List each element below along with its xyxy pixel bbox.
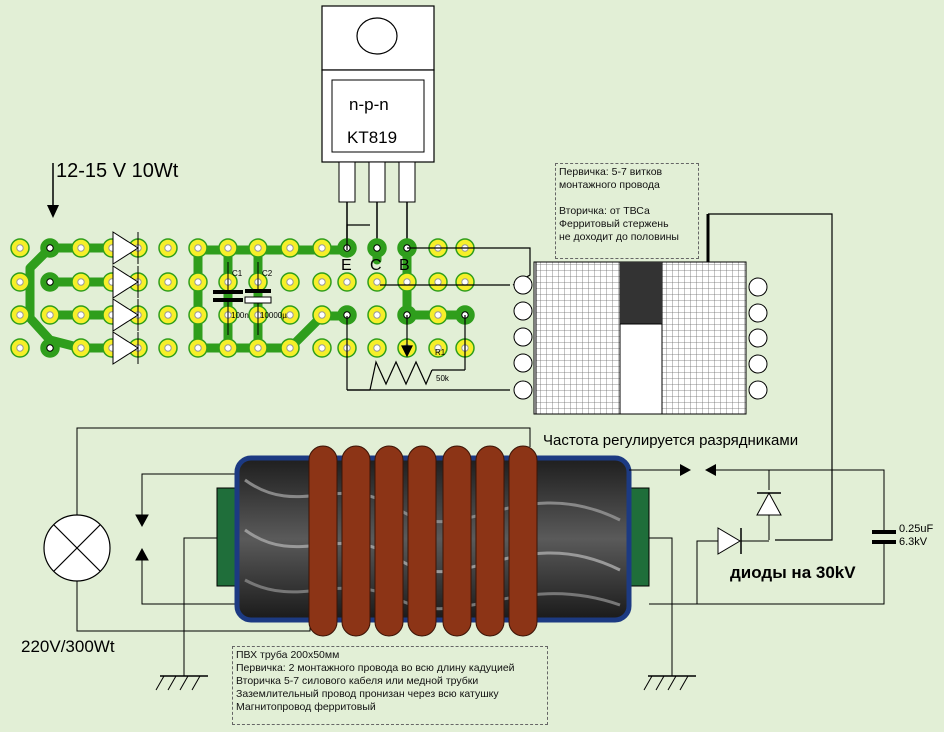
pcb-pad <box>71 238 91 258</box>
pcb-pad <box>158 272 178 292</box>
winding-loop <box>513 380 533 400</box>
capacitor-c2 <box>244 262 272 335</box>
ground-right <box>643 537 696 691</box>
r1-label: R1 <box>435 348 446 357</box>
flyback-transformer <box>513 213 833 541</box>
pcb-pad <box>188 338 208 358</box>
secondary-turn <box>341 445 371 637</box>
transformer-note: Первичка: 5-7 витков монтажного провода … <box>555 163 699 259</box>
mounting-hole <box>356 17 398 55</box>
pcb-pad <box>10 238 30 258</box>
secondary-turn <box>508 445 538 637</box>
pcb-pad <box>40 272 60 292</box>
pcb-pad <box>10 272 30 292</box>
winding-loop <box>513 301 533 321</box>
winding-loop <box>748 277 768 297</box>
tesla-coil <box>216 445 650 637</box>
pcb-pad <box>367 238 387 258</box>
diode-bridge <box>112 231 139 365</box>
spark-gap-right <box>629 464 885 530</box>
pcb-pad <box>280 305 300 325</box>
winding-loop <box>748 380 768 400</box>
coil-note: ПВХ труба 200х50мм Первичка: 2 монтажног… <box>232 646 548 725</box>
pcb-pad <box>455 272 475 292</box>
pcb-pad <box>280 272 300 292</box>
pcb-pad <box>280 338 300 358</box>
pcb-pad <box>10 338 30 358</box>
pcb-pad <box>428 272 448 292</box>
winding-loop <box>513 353 533 373</box>
power-input-arrow <box>47 163 59 218</box>
pcb-pad <box>71 305 91 325</box>
pcb-pad <box>40 238 60 258</box>
winding-loop <box>513 275 533 295</box>
pcb-pad <box>40 305 60 325</box>
transistor <box>321 5 435 245</box>
pcb-pad <box>10 305 30 325</box>
secondary-turn <box>442 445 472 637</box>
c2-value: 10000µ <box>260 311 287 320</box>
pcb-pad <box>188 272 208 292</box>
pcb-pad <box>158 305 178 325</box>
secondary-turn <box>475 445 505 637</box>
pcb-pad <box>312 238 332 258</box>
hv-capacitor-label: 0.25uF 6.3kV <box>899 523 934 548</box>
pcb-pad <box>397 272 417 292</box>
pcb-pad <box>312 338 332 358</box>
r1-value: 50k <box>436 374 449 383</box>
pcb-pad <box>188 305 208 325</box>
pin-c-label: C <box>370 257 382 274</box>
c1-value: 100n <box>231 311 249 320</box>
pcb-pad <box>40 338 60 358</box>
pcb-pad <box>248 238 268 258</box>
secondary-turn <box>407 445 437 637</box>
c2-label: C2 <box>262 269 273 278</box>
pcb-pad <box>428 305 448 325</box>
pcb-pad <box>71 272 91 292</box>
pcb-pad <box>428 338 448 358</box>
pcb-pad <box>337 272 357 292</box>
transistor-model: KT819 <box>347 128 398 147</box>
power-label: 12-15 V 10Wt <box>56 160 179 182</box>
pcb-pad <box>158 338 178 358</box>
pcb-pad <box>280 238 300 258</box>
pcb-pad <box>71 338 91 358</box>
pin-e-label: E <box>341 257 352 274</box>
frequency-label: Частота регулируется разрядниками <box>543 432 799 449</box>
winding-loop <box>748 303 768 323</box>
winding-loop <box>748 328 768 348</box>
capacitor-c1 <box>213 262 243 335</box>
pcb-pad <box>367 338 387 358</box>
hv-diodes <box>649 470 782 605</box>
ground-left <box>155 537 217 691</box>
winding-loop <box>748 354 768 374</box>
resistor-r1 <box>346 315 466 391</box>
secondary-turn <box>374 445 404 637</box>
spark-gap-left <box>135 473 245 605</box>
c1-label: C1 <box>232 269 243 278</box>
lamp-label: 220V/300Wt <box>21 637 115 656</box>
pcb-pad <box>248 338 268 358</box>
pcb-pad <box>218 238 238 258</box>
hv-capacitor <box>697 530 896 605</box>
pcb-pad <box>312 305 332 325</box>
winding-loop <box>513 327 533 347</box>
pcb-pad <box>367 305 387 325</box>
pcb-pad <box>312 272 332 292</box>
pcb-pad <box>188 238 208 258</box>
secondary-turn <box>308 445 338 637</box>
pcb-pad <box>367 272 387 292</box>
pcb-pad <box>218 338 238 358</box>
pcb-pad <box>158 238 178 258</box>
pin-b-label: B <box>399 257 410 274</box>
transistor-type: n-p-n <box>349 95 389 114</box>
diodes-label: диоды на 30kV <box>730 563 856 582</box>
